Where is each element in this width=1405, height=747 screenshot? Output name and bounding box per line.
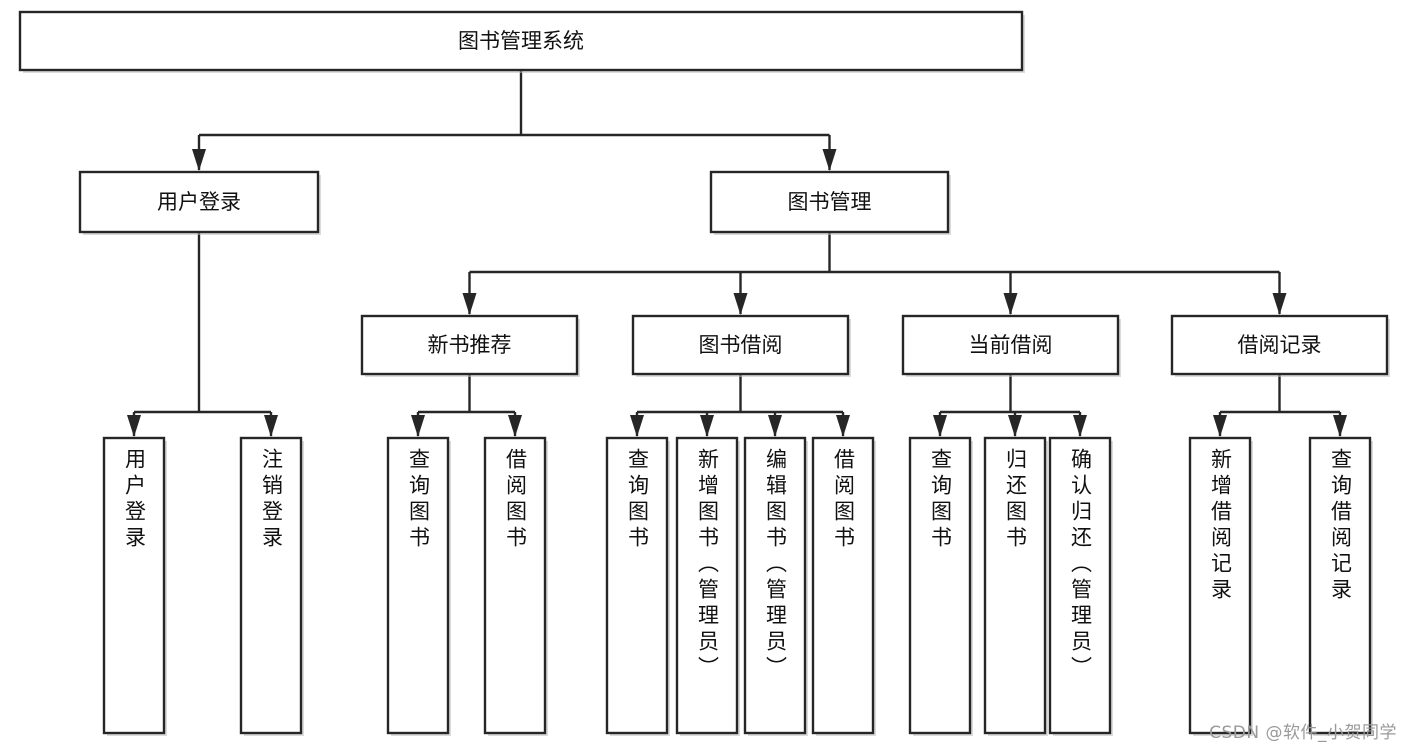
node-label-current-borrow: 当前借阅 <box>969 333 1053 357</box>
arrow-head-icon <box>733 293 748 315</box>
node-leaf-add-book[interactable] <box>675 436 740 736</box>
arrow-head-icon <box>508 415 522 437</box>
arrow-head-icon <box>836 415 850 437</box>
arrow-head-icon <box>127 415 141 437</box>
arrow-head-icon <box>1008 415 1022 437</box>
arrow-head-icon <box>1003 293 1018 315</box>
node-root-root[interactable] <box>18 10 1025 73</box>
node-leaf-return-book[interactable] <box>983 436 1048 736</box>
node-book-borrow[interactable] <box>631 314 851 377</box>
node-label-root: 图书管理系统 <box>458 29 584 53</box>
arrow-head-icon <box>1333 415 1347 437</box>
node-leaf-confirm-return[interactable] <box>1048 436 1113 736</box>
arrow-head-icon <box>1213 415 1227 437</box>
node-leaf-add-record[interactable] <box>1188 436 1253 736</box>
node-leaf-query-book-1[interactable] <box>386 436 451 736</box>
node-leaf-borrow-book-2[interactable] <box>811 436 876 736</box>
node-leaf-user-logout[interactable] <box>239 436 304 736</box>
node-leaf-query-record[interactable] <box>1308 436 1373 736</box>
node-label-book-borrow: 图书借阅 <box>699 333 783 357</box>
node-label-book-manage: 图书管理 <box>788 190 872 214</box>
node-label-borrow-record: 借阅记录 <box>1238 333 1322 357</box>
node-label-user-login: 用户登录 <box>157 190 241 214</box>
arrow-head-icon <box>462 293 477 315</box>
node-user-login[interactable] <box>78 170 321 235</box>
node-current-borrow[interactable] <box>901 314 1121 377</box>
node-leaf-query-book-3[interactable] <box>908 436 973 736</box>
arrow-head-icon <box>264 415 278 437</box>
arrow-head-icon <box>700 415 714 437</box>
edges-layer <box>127 70 1347 437</box>
node-label-new-book-rec: 新书推荐 <box>428 333 512 357</box>
node-leaf-borrow-book-1[interactable] <box>483 436 548 736</box>
node-leaf-edit-book[interactable] <box>743 436 808 736</box>
arrow-head-icon <box>192 149 206 171</box>
node-book-manage[interactable] <box>709 170 951 235</box>
arrow-head-icon <box>822 149 837 171</box>
arrow-head-icon <box>1272 293 1287 315</box>
arrow-head-icon <box>1073 415 1087 437</box>
watermark-text: CSDN @软件_小贺同学 <box>1209 723 1397 743</box>
node-leaf-user-login[interactable] <box>102 436 167 736</box>
arrow-head-icon <box>768 415 782 437</box>
node-new-book-rec[interactable] <box>360 314 580 377</box>
arrow-head-icon <box>630 415 644 437</box>
arrow-head-icon <box>933 415 947 437</box>
arrow-head-icon <box>411 415 425 437</box>
node-borrow-record[interactable] <box>1170 314 1390 377</box>
node-leaf-query-book-2[interactable] <box>605 436 670 736</box>
